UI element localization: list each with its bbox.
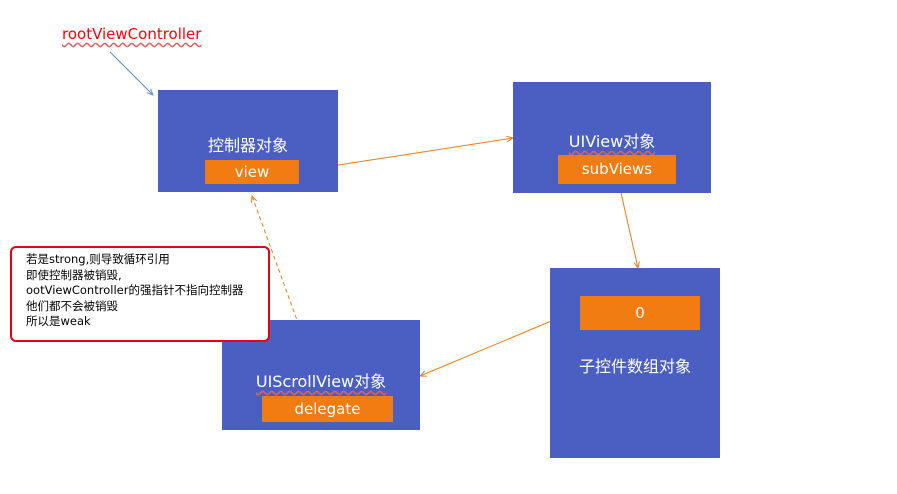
subviews-array-object-title: 子控件数组对象 (578, 357, 691, 376)
scrollview-delegate-property: delegate (262, 396, 393, 422)
note-line: ootViewController的强指针不指向控制器 (26, 283, 244, 297)
note-line: 他们都不会被销毁 (26, 298, 118, 313)
array-element-zero: 0 (580, 296, 700, 330)
subviews-array-object-box: 0 子控件数组对象 (550, 268, 720, 458)
controller-view-property: view (205, 160, 299, 184)
controller-object-title: 控制器对象 (207, 136, 288, 155)
uiview-object-box: UIView对象 subViews (513, 82, 711, 193)
delegate-weak-arrow (252, 196, 319, 379)
scrollview-object-title: UIScrollView对象 (255, 372, 387, 391)
note-line: 若是strong,则导致循环引用 (26, 252, 170, 266)
root-pointer-arrow (109, 51, 153, 95)
uiview-object-title: UIView对象 (568, 132, 656, 151)
subviews-to-array-arrow (618, 183, 638, 268)
weak-reference-note: 若是strong,则导致循环引用 即使控制器被销毁, ootViewContro… (10, 246, 270, 342)
controller-object-box: 控制器对象 view (158, 90, 338, 192)
uiview-subviews-property: subViews (558, 155, 676, 184)
note-line: 所以是weak (26, 314, 91, 328)
note-line: 即使控制器被销毁, (26, 267, 122, 282)
root-view-controller-label: rootViewController (62, 25, 202, 43)
